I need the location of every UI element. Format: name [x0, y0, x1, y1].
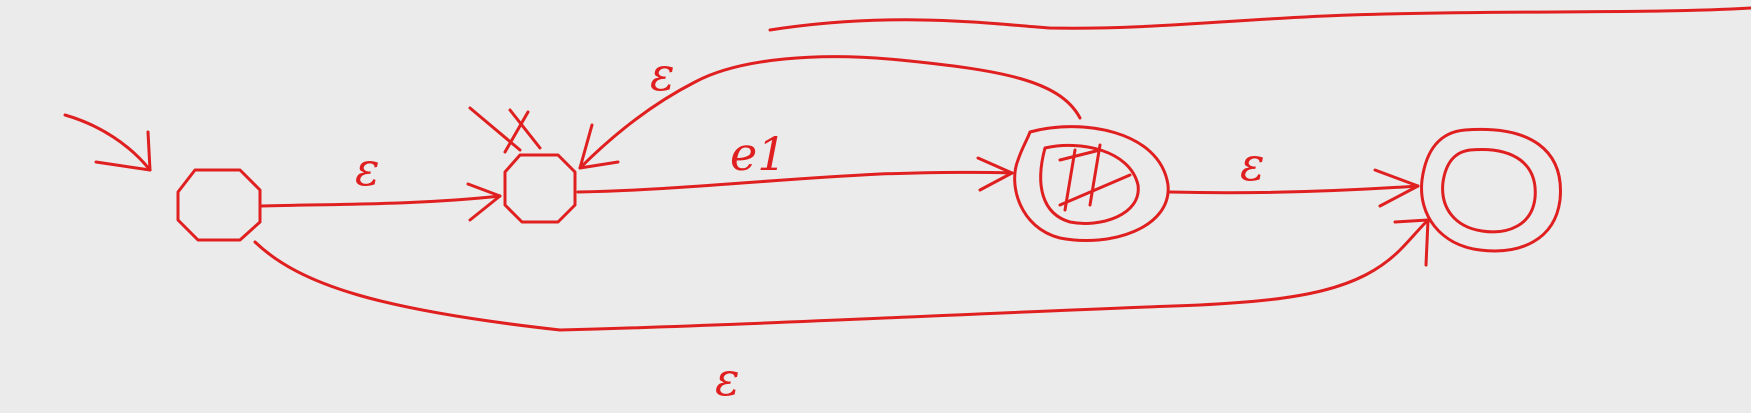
transition-start-q1 — [260, 182, 502, 222]
state-q2 — [1013, 125, 1170, 243]
label-q2-q1-back: ε — [650, 47, 675, 101]
label-q2-q3: ε — [1240, 137, 1265, 191]
state-q1 — [503, 153, 577, 224]
stray-stroke — [768, 6, 1751, 32]
label-q1-q2: e1 — [730, 127, 787, 181]
label-start-q3-bypass: ε — [715, 352, 740, 406]
start-arrow — [63, 113, 152, 172]
state-q3-accepting — [1420, 127, 1562, 253]
transition-q2-q3 — [1168, 168, 1420, 208]
transition-q1-q2 — [576, 156, 1014, 194]
crossed-out-mark — [468, 106, 542, 154]
transition-q2-q1-back — [578, 55, 1082, 170]
state-start — [176, 168, 262, 242]
transition-start-q3-bypass — [253, 218, 1430, 332]
label-start-q1: ε — [355, 142, 380, 196]
